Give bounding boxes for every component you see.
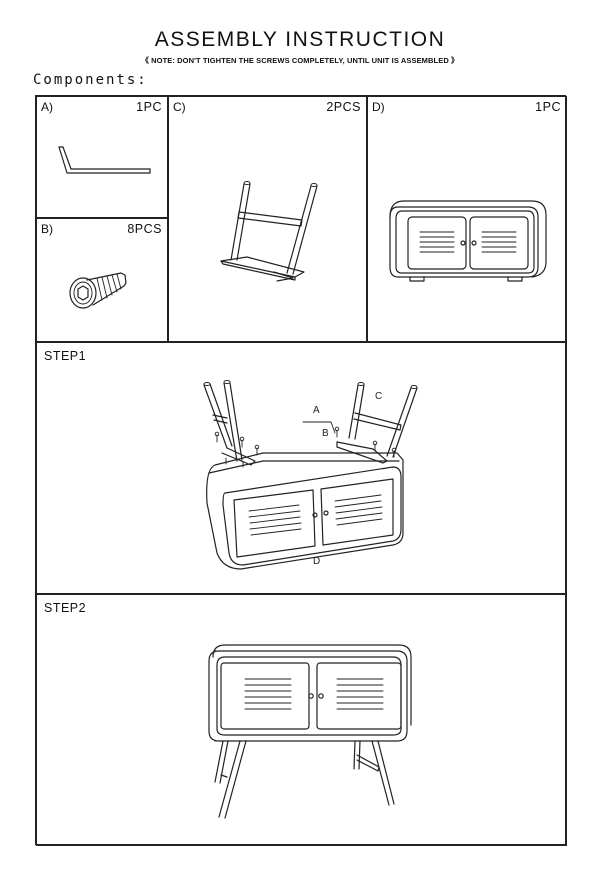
leg-frame-icon — [220, 181, 318, 282]
step2-label: STEP2 — [44, 601, 87, 615]
callout-a: A — [313, 405, 320, 416]
part-d-qty: 1PC — [535, 100, 561, 114]
page-title: ASSEMBLY INSTRUCTION — [154, 28, 446, 51]
step1-panel: STEP1 — [36, 342, 567, 594]
part-c-qty: 2PCS — [326, 100, 361, 114]
part-c-cell: C) 2PCS — [168, 96, 367, 342]
part-b-cell: B) 8PCS — [36, 218, 168, 342]
components-heading: Components: — [33, 72, 148, 88]
step2-illustration — [208, 644, 412, 819]
callout-d: D — [313, 556, 320, 567]
bolt-icon — [69, 272, 127, 309]
part-b-letter: B) — [41, 222, 53, 236]
part-d-letter: D) — [372, 100, 385, 114]
assembly-note: 《 NOTE: DON'T TIGHTEN THE SCREWS COMPLET… — [141, 56, 459, 65]
step1-label: STEP1 — [44, 349, 87, 363]
part-a-cell: A) 1PC — [36, 96, 168, 218]
step1-illustration: A B C D — [203, 380, 418, 570]
part-c-letter: C) — [173, 100, 186, 114]
callout-c: C — [375, 391, 382, 402]
part-d-cell: D) 1PC — [367, 96, 567, 342]
part-a-qty: 1PC — [136, 100, 162, 114]
instruction-frame: A) 1PC B) 8PCS C) 2PCS — [35, 95, 567, 846]
allen-key-icon — [58, 146, 151, 174]
part-b-qty: 8PCS — [127, 222, 162, 236]
step2-panel: STEP2 — [36, 594, 567, 846]
cabinet-body-icon — [389, 200, 547, 282]
callout-b: B — [322, 428, 329, 439]
part-a-letter: A) — [41, 100, 53, 114]
